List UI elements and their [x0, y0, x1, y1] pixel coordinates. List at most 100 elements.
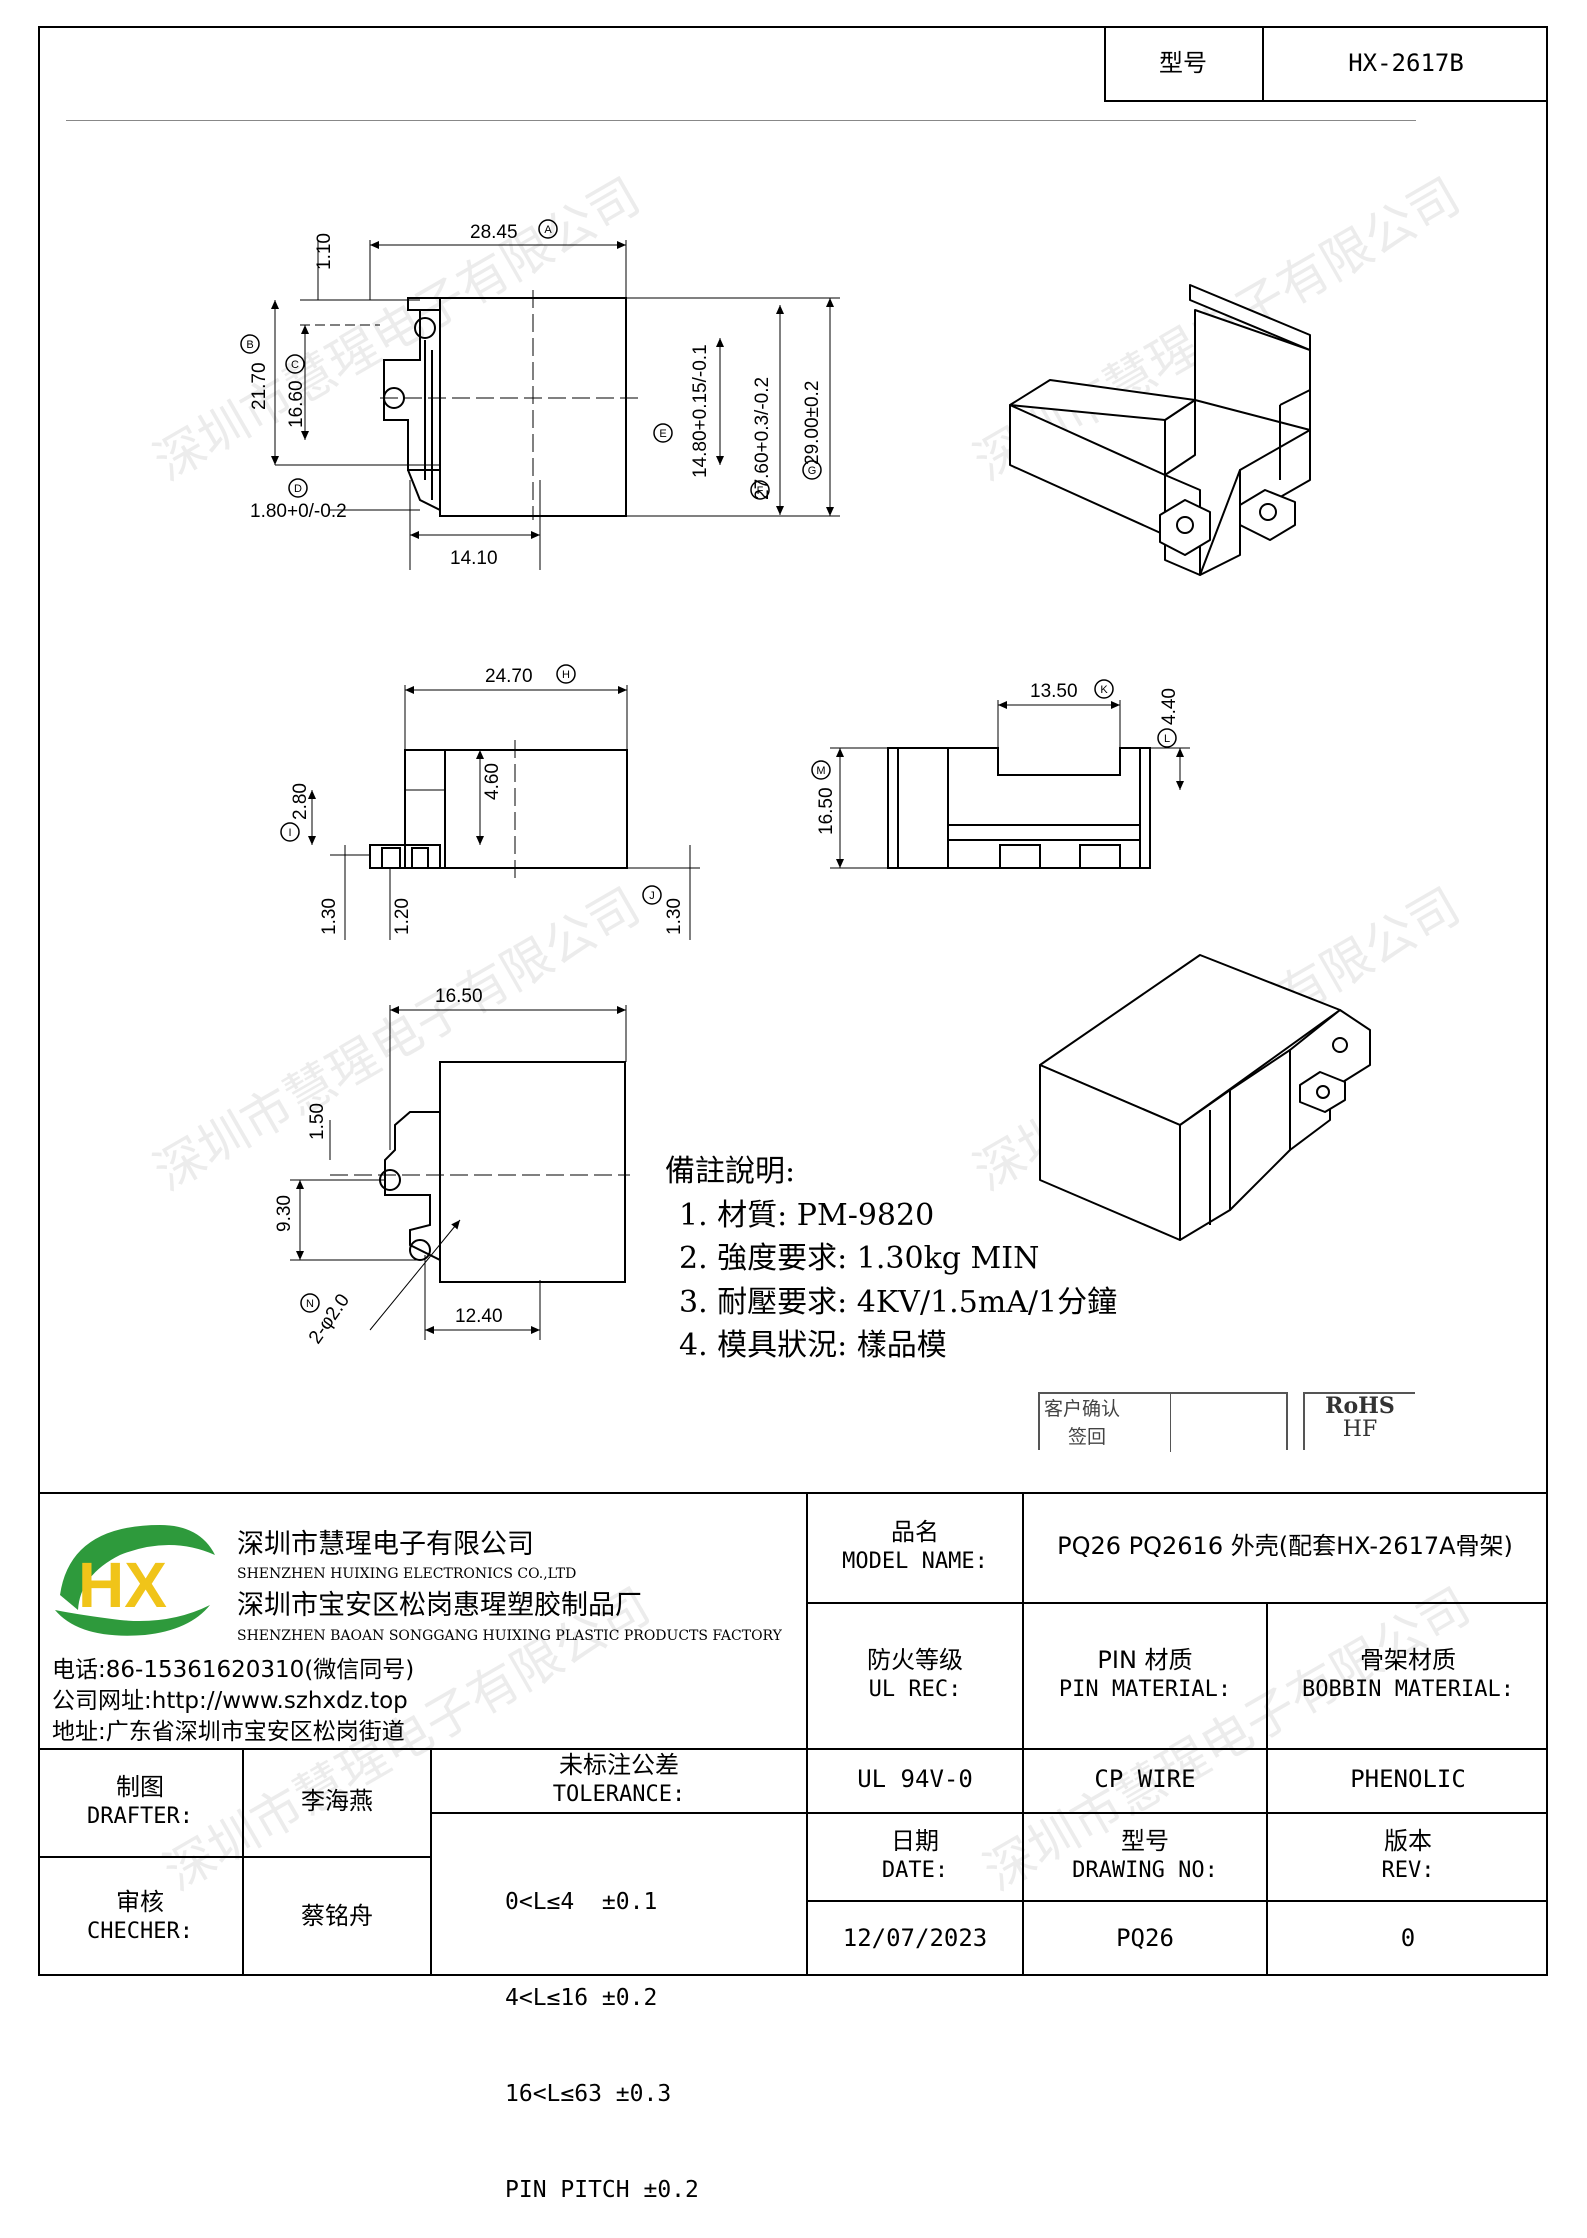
date-value: 12/07/2023 [842, 1924, 988, 1953]
tolerance-label-en: TOLERANCE: [552, 1782, 686, 1808]
pin-label-cn: PIN 材质 [1097, 1646, 1193, 1675]
notes-block: 備註說明: 1. 材質: PM-9820 2. 強度要求: 1.30kg MIN… [665, 1150, 1117, 1368]
dim-u: 9.30 [274, 1195, 295, 1232]
factory-name-en: SHENZHEN BAOAN SONGGANG HUIXING PLASTIC … [237, 1628, 782, 1644]
dim-n: 1.20 [392, 898, 413, 935]
dim-e: 14.80+0.15/-0.1 [690, 344, 711, 478]
front-view [308, 685, 700, 940]
company-name-en: SHENZHEN HUIXING ELECTRONICS CO.,LTD [237, 1566, 577, 1582]
rev-label: 版本 REV: [1268, 1812, 1548, 1900]
company-contact: 电话:86-15361620310(微信同号) 公司网址:http://www.… [52, 1655, 414, 1748]
rev-label-cn: 版本 [1384, 1827, 1432, 1856]
circle-label: E [659, 428, 666, 440]
bottom-view [290, 1005, 630, 1340]
dim-p: 13.50 [1030, 681, 1078, 702]
drawing-no-label: 型号 DRAWING NO: [1024, 1812, 1266, 1900]
model-name-label: 品名 MODEL NAME: [808, 1492, 1022, 1602]
tolerance-line: PIN PITCH ±0.2 [505, 2177, 699, 2203]
isometric-view-open [1009, 284, 1311, 576]
bobbin-label-cn: 骨架材质 [1360, 1646, 1456, 1675]
pin-material-label: PIN 材质 PIN MATERIAL: [1024, 1602, 1266, 1748]
hf-text: HF [1342, 1417, 1378, 1442]
tolerance-label: 未标注公差 TOLERANCE: [432, 1748, 806, 1812]
header-model-label: 型号 [1159, 49, 1207, 78]
circle-label: H [562, 669, 570, 681]
pin-label-en: PIN MATERIAL: [1058, 1677, 1232, 1703]
checker-label: 审核 CHECHER: [38, 1858, 242, 1976]
stamp-line: 签回 [1068, 1425, 1107, 1448]
tolerance-label-cn: 未标注公差 [559, 1751, 679, 1780]
rev-value: 0 [1400, 1924, 1416, 1953]
drawing-no-value: PQ26 [1116, 1924, 1174, 1953]
ul-label-en: UL REC: [868, 1677, 962, 1703]
circle-label: N [306, 1298, 314, 1310]
header-divider [66, 120, 1416, 121]
circle-label: A [544, 224, 552, 236]
bobbin-material-value: PHENOLIC [1350, 1765, 1466, 1794]
tolerance-line: 0<L≤4 ±0.1 [505, 1889, 658, 1915]
tolerance-line: 4<L≤16 ±0.2 [505, 1985, 658, 2011]
dim-s: 16.50 [435, 986, 483, 1007]
side-view [830, 700, 1190, 869]
header-model-box [1104, 26, 1548, 102]
dim-g: 29.00±0.2 [802, 381, 823, 465]
tolerance-line: 16<L≤63 ±0.3 [505, 2081, 672, 2107]
model-name-value: PQ26 PQ2616 外壳(配套HX-2617A骨架) [1057, 1532, 1513, 1561]
isometric-view-closed [1039, 954, 1371, 1241]
drafter-value: 李海燕 [301, 1787, 373, 1816]
date-label-cn: 日期 [891, 1827, 939, 1856]
ul-label-cn: 防火等级 [867, 1646, 963, 1675]
drafter-label: 制图 DRAFTER: [38, 1748, 242, 1856]
drawing-no-label-en: DRAWING NO: [1072, 1858, 1218, 1884]
circle-label: K [1100, 684, 1108, 696]
drawing-no-label-cn: 型号 [1121, 1827, 1169, 1856]
pin-material-value: CP WIRE [1094, 1765, 1196, 1794]
technical-drawing: 28.45 1.10 21.70 16.60 14.80+0.15/-0.1 2… [240, 219, 1371, 1348]
stamp-line: 客户确认 [1044, 1398, 1121, 1420]
rev-label-en: REV: [1381, 1858, 1435, 1884]
model-name-label-cn: 品名 [891, 1518, 939, 1547]
logo-text: HX [78, 1549, 167, 1621]
drafter-label-cn: 制图 [116, 1773, 164, 1802]
dim-d: 16.60 [286, 380, 307, 428]
circle-label: J [649, 890, 655, 902]
rohs-stamp: RoHS HF [1303, 1392, 1415, 1450]
dim-q: 4.40 [1159, 688, 1180, 725]
dim-r: 16.50 [816, 787, 837, 835]
factory-name-cn: 深圳市宝安区松岗惠瑆塑胶制品厂 [237, 1590, 642, 1621]
dim-t: 1.50 [307, 1103, 328, 1140]
dim-w: 12.40 [455, 1306, 503, 1327]
note-item: 3. 耐壓要求: 4KV/1.5mA/1分鐘 [679, 1284, 1118, 1320]
circle-label: I [288, 827, 291, 839]
dim-a: 28.45 [470, 222, 518, 243]
header-model-value: HX-2617B [1348, 49, 1464, 78]
bobbin-label-en: BOBBIN MATERIAL: [1302, 1677, 1514, 1703]
customer-confirm-stamp: 客户确认 签回 [1038, 1392, 1288, 1452]
dim-i: 14.10 [450, 548, 498, 569]
circle-label: B [246, 339, 253, 351]
notes-title: 備註說明: [665, 1154, 796, 1189]
drawing-frame [38, 26, 1548, 1976]
checker-value: 蔡铭舟 [301, 1902, 373, 1931]
dim-j: 24.70 [485, 666, 533, 687]
top-view [271, 240, 840, 570]
circle-label: M [816, 765, 825, 777]
drafter-label-en: DRAFTER: [87, 1804, 193, 1830]
company-website[interactable]: 公司网址:http://www.szhxdz.top [52, 1688, 408, 1714]
company-logo: HX [55, 1525, 215, 1636]
date-label: 日期 DATE: [808, 1812, 1022, 1900]
company-phone: 电话:86-15361620310(微信同号) [52, 1657, 415, 1683]
circle-label: F [757, 485, 764, 497]
circle-label: G [808, 465, 817, 477]
dim-c: 21.70 [249, 362, 270, 410]
dim-h: 1.80+0/-0.2 [250, 501, 347, 522]
dim-o: 1.30 [664, 898, 685, 935]
dim-l: 4.60 [482, 763, 503, 800]
ul-value: UL 94V-0 [857, 1765, 973, 1794]
model-name-label-en: MODEL NAME: [842, 1549, 988, 1575]
company-address: 地址:广东省深圳市宝安区松岗街道 [52, 1719, 405, 1745]
dim-m: 1.30 [319, 898, 340, 935]
rohs-text: RoHS [1325, 1393, 1395, 1419]
checker-label-en: CHECHER: [87, 1919, 193, 1945]
circle-label: L [1164, 733, 1170, 745]
